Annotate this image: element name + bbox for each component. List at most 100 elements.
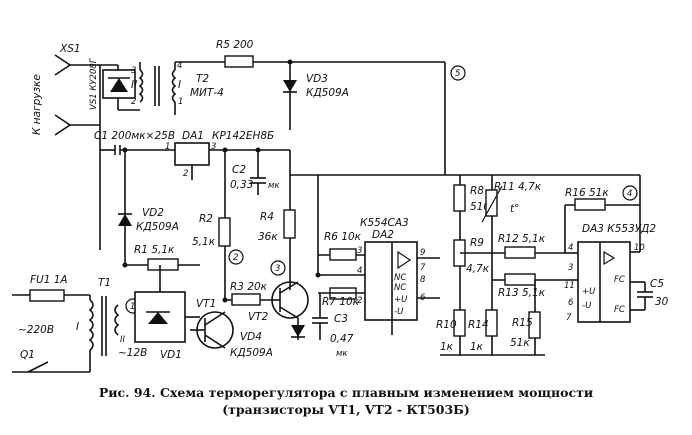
- r13-label: R13 5,1к: [498, 287, 546, 299]
- resistor-r16: [574, 198, 606, 211]
- vd3-type: КД509А: [306, 87, 349, 99]
- r3-label: R3 20к: [230, 281, 268, 293]
- vd3-label: VD3: [306, 73, 328, 85]
- xs1-label: XS1: [59, 43, 81, 55]
- resistor-r10: [453, 309, 466, 337]
- t2-type: МИТ-4: [190, 87, 224, 99]
- fu1-label: FU1 1A: [30, 274, 68, 286]
- node5-label: 5: [455, 69, 460, 79]
- node1-label: 1: [130, 302, 135, 312]
- r10-label: R10: [436, 319, 457, 331]
- resistor-r6: [329, 248, 357, 261]
- r5-label: R5 200: [216, 39, 254, 51]
- r8-value: 510: [470, 201, 490, 213]
- da1-pin1: 1: [165, 142, 170, 152]
- vt1-label: VT1: [196, 298, 216, 310]
- t1-label: T1: [98, 277, 111, 289]
- t1-winding2: II: [120, 335, 126, 345]
- da1-pin3: 3: [211, 142, 216, 152]
- da2-pin2: 2: [357, 296, 362, 306]
- diode-vd4: [291, 318, 305, 340]
- da2-pin3: 3: [357, 246, 362, 256]
- da3-fc1: FC: [614, 275, 625, 285]
- r8-label: R8: [470, 185, 484, 197]
- switch-q1: [27, 361, 49, 373]
- node4-marker: [622, 185, 638, 201]
- da2-nc2: NC: [394, 283, 406, 293]
- da2-plus-u: +U: [394, 295, 408, 305]
- resistor-r4: [283, 209, 296, 239]
- r4-label: R4: [260, 211, 274, 223]
- da2-label: DA2: [372, 229, 394, 241]
- r6-label: R6 10к: [324, 231, 362, 243]
- c3-label: C3: [334, 313, 348, 325]
- r9-value: 4,7к: [466, 263, 490, 275]
- r14-value: 1к: [470, 341, 484, 353]
- da2-pin9: 9: [420, 248, 425, 258]
- r16-label: R16 51к: [565, 187, 609, 199]
- caption-line-2: (транзисторы VT1, VT2 - КТ503Б): [222, 402, 470, 417]
- node2-label: 2: [233, 253, 238, 263]
- t2-pin3: 3: [131, 66, 136, 76]
- c2-unit: мк: [268, 181, 280, 191]
- da3-pin3: 3: [568, 263, 573, 273]
- t1-voltage: ~12В: [118, 347, 147, 359]
- caption-line-1: Рис. 94. Схема терморегулятора с плавным…: [98, 385, 594, 400]
- c2-label: C2: [232, 164, 246, 176]
- diode-vd2: [118, 213, 132, 226]
- resistor-r3: [231, 293, 261, 306]
- connector-xs1: [54, 54, 100, 136]
- t2-winding1: I: [178, 79, 181, 91]
- t2-pin2: 2: [131, 97, 136, 107]
- vs1-label: VS1 КУ208Г: [89, 57, 99, 110]
- opamp-da3: [577, 241, 631, 323]
- resistor-r5: [224, 55, 254, 68]
- r1-label: R1 5,1к: [134, 244, 175, 256]
- da2-pin4: 4: [357, 266, 362, 276]
- transformer-t1: [88, 295, 120, 372]
- c1-label: C1 200мк×25В: [94, 130, 175, 142]
- node2-marker: [228, 249, 244, 265]
- c5-value: 30: [655, 296, 669, 308]
- t2-pin4: 4: [177, 61, 182, 71]
- c2-value: 0,33: [230, 179, 253, 191]
- regulator-da1: [174, 142, 210, 166]
- da2-nc1: NC: [394, 273, 406, 283]
- vd2-type: КД509А: [136, 221, 179, 233]
- vd4-type: КД509А: [230, 347, 273, 359]
- da3-pin10: 10: [634, 243, 645, 253]
- transformer-t2: [138, 61, 225, 115]
- resistor-r12: [504, 246, 536, 259]
- diode-vd3: [283, 59, 297, 130]
- da3-pin6: 6: [568, 298, 574, 308]
- t2-label: T2: [196, 73, 209, 85]
- t1-winding1: I: [76, 321, 79, 333]
- load-label: К нагрузке: [31, 74, 43, 135]
- da2-pin8: 8: [420, 275, 426, 285]
- da3-pin11: 11: [564, 281, 575, 291]
- mains-label: ~220В: [18, 324, 54, 336]
- node3-marker: [270, 260, 286, 276]
- resistor-r14: [485, 309, 498, 337]
- triac-vs1: [99, 64, 140, 165]
- resistor-r2: [218, 217, 231, 247]
- resistor-r8: [453, 184, 466, 212]
- transistor-vt2: [270, 281, 309, 319]
- t2-pin1: 1: [178, 97, 183, 107]
- da3-plus-u: +U: [582, 287, 596, 297]
- r10-value: 1к: [440, 341, 454, 353]
- fuse-fu1: [29, 289, 65, 302]
- figure-caption: Рис. 94. Схема терморегулятора с плавным…: [0, 384, 692, 418]
- da3-pin4: 4: [568, 243, 573, 253]
- c3-unit: мк: [336, 349, 348, 359]
- r11-temp: t°: [510, 203, 519, 215]
- c5-label: C5: [650, 278, 664, 290]
- resistor-r1: [147, 258, 179, 271]
- diode-bridge-vd1: [134, 265, 200, 343]
- transistor-vt1: [190, 311, 234, 349]
- comparator-da2: [364, 241, 418, 321]
- da3-label: DA3 К553УД2: [582, 223, 656, 235]
- node4-label: 4: [627, 189, 632, 199]
- r9-label: R9: [470, 237, 484, 249]
- q1-label: Q1: [20, 349, 35, 361]
